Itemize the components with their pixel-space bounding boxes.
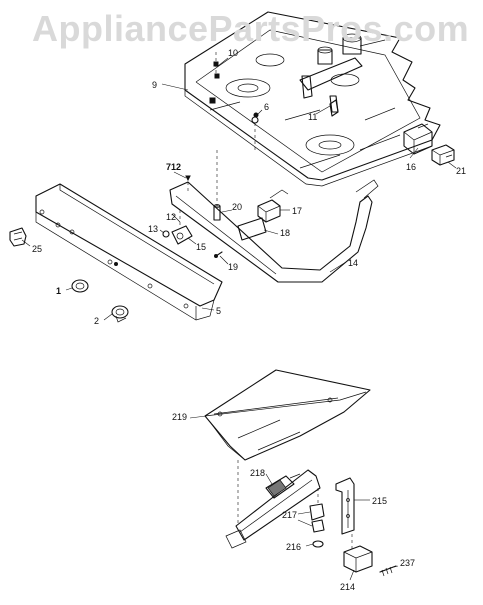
callout-5: 5 — [216, 306, 221, 316]
burner-tube-14 — [169, 179, 379, 283]
screw-712 — [185, 175, 191, 194]
callout-2: 2 — [94, 316, 99, 326]
switch-214 — [343, 534, 373, 573]
callout-219: 219 — [172, 412, 187, 422]
pin-20 — [213, 150, 221, 221]
clip-25 — [9, 227, 27, 247]
callout-9: 9 — [152, 80, 157, 90]
callout-18: 18 — [280, 228, 290, 238]
clip-217 — [309, 488, 325, 533]
callout-712: 712 — [166, 162, 181, 172]
broil-burner-tube — [225, 469, 321, 549]
clip-11 — [329, 99, 339, 117]
bracket-215 — [335, 477, 355, 535]
callout-217: 217 — [282, 510, 297, 520]
control-panel-5 — [35, 183, 223, 321]
orifice-15 — [171, 225, 193, 245]
callout-237: 237 — [400, 558, 415, 568]
callout-10: 10 — [228, 48, 238, 58]
screw-19 — [214, 251, 223, 258]
callout-214: 214 — [340, 582, 355, 592]
watermark-logo: AppliancePartsPros.com — [32, 8, 470, 49]
switch-16 — [403, 123, 433, 155]
burner-box-base — [184, 11, 441, 187]
callout-13: 13 — [148, 224, 158, 234]
nut-216 — [312, 540, 324, 548]
callout-20: 20 — [232, 202, 242, 212]
callout-labels: 9 10 6 11 16 21 712 12 13 15 20 17 18 19… — [32, 48, 466, 592]
callout-21: 21 — [456, 166, 466, 176]
screw-6 — [251, 116, 259, 150]
switch-21 — [431, 144, 455, 166]
callout-19: 19 — [228, 262, 238, 272]
callout-16: 16 — [406, 162, 416, 172]
screw-237 — [379, 565, 397, 577]
nut-13 — [162, 230, 170, 238]
heat-shield-219 — [204, 369, 371, 461]
knob-2 — [111, 305, 129, 323]
callout-25: 25 — [32, 244, 42, 254]
callout-6: 6 — [264, 102, 269, 112]
callout-1: 1 — [56, 286, 61, 296]
bracket-18 — [237, 217, 267, 241]
callout-12: 12 — [166, 212, 176, 222]
callout-15: 15 — [196, 242, 206, 252]
callout-17: 17 — [292, 206, 302, 216]
leader-lines — [21, 57, 457, 581]
screw-10 — [213, 52, 219, 78]
knob-1 — [71, 279, 89, 293]
igniter-218 — [265, 473, 301, 499]
igniter-17 — [257, 189, 289, 223]
callout-216: 216 — [286, 542, 301, 552]
callout-14: 14 — [348, 258, 358, 268]
callout-215: 215 — [372, 496, 387, 506]
callout-218: 218 — [250, 468, 265, 478]
callout-11: 11 — [308, 112, 317, 122]
